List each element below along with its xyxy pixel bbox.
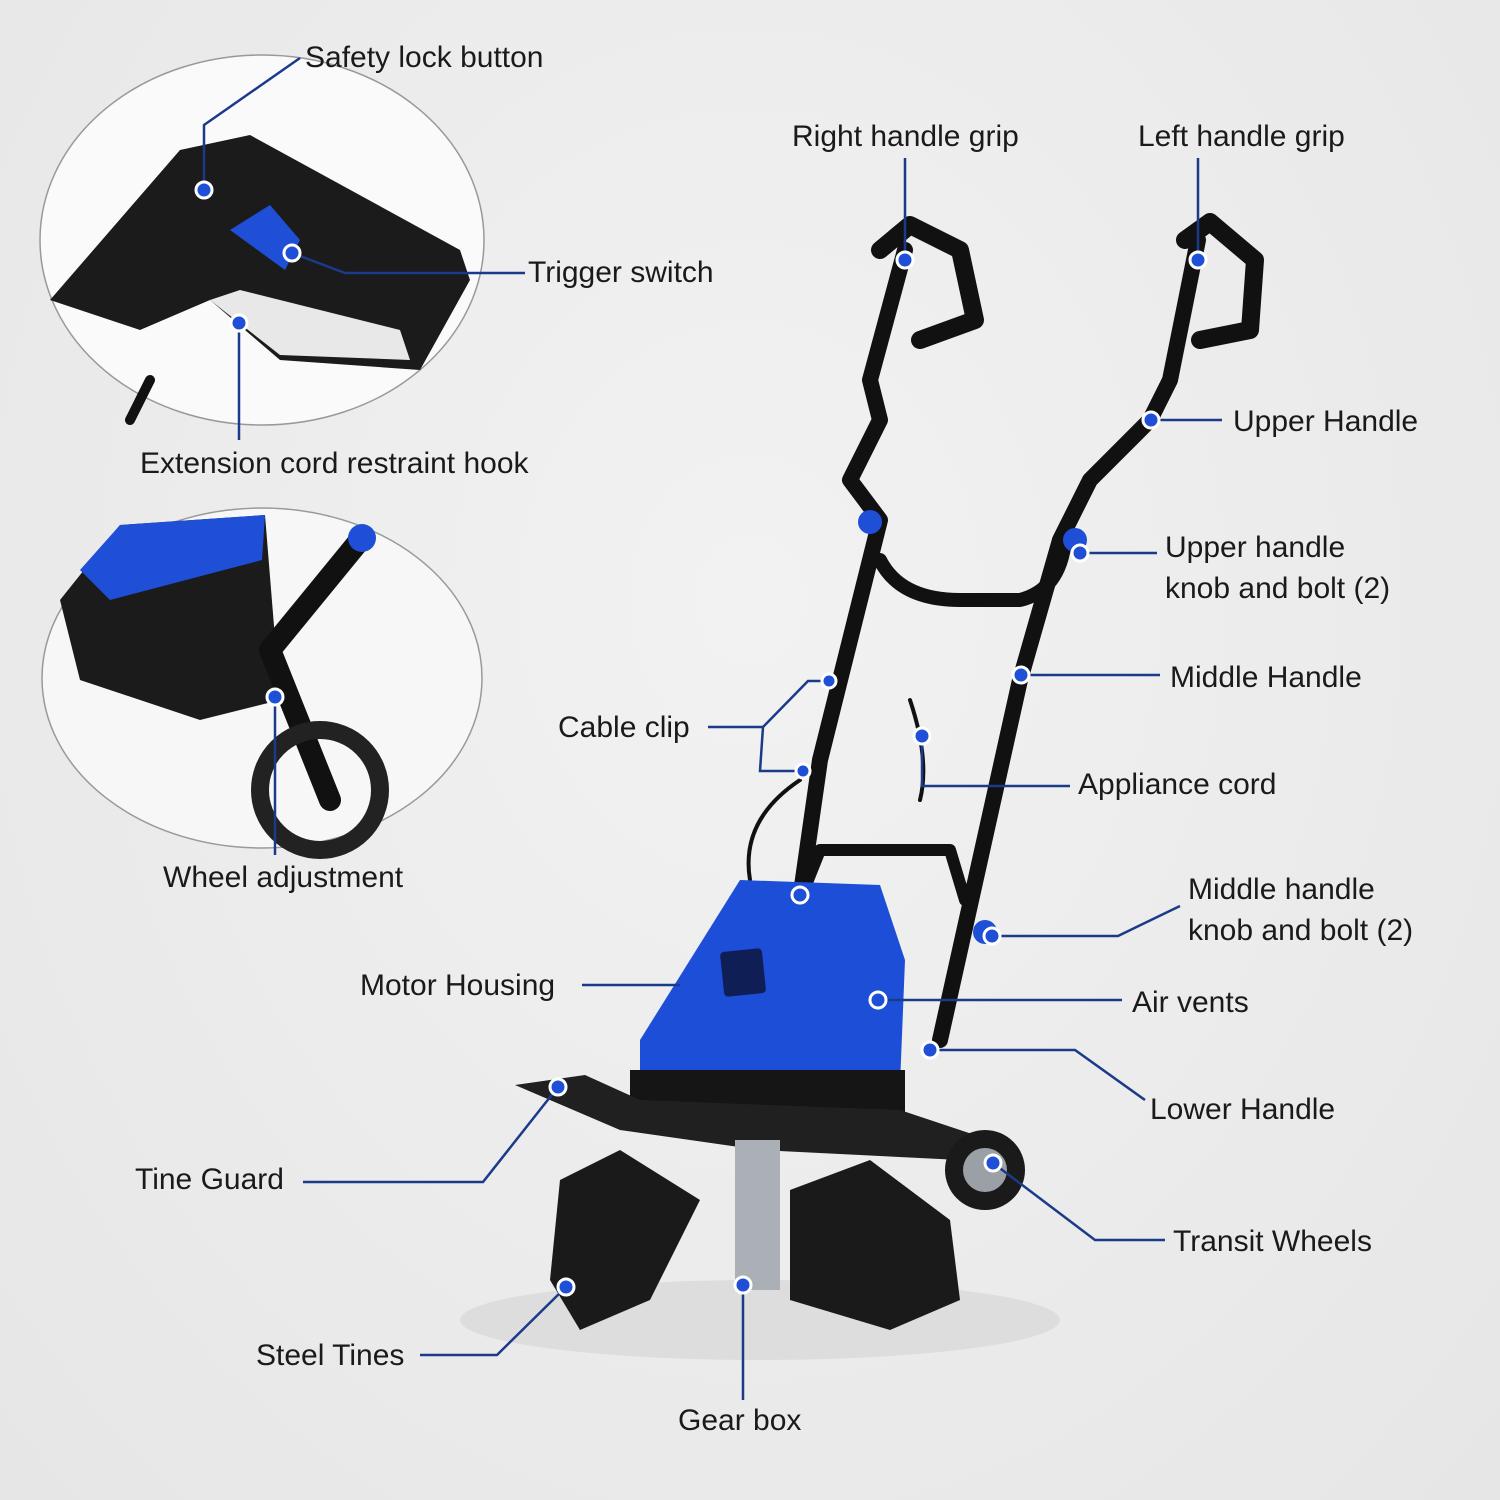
wheel-adjustment-inset (41, 507, 483, 859)
label-transit-wheels: Transit Wheels (1173, 1225, 1372, 1258)
label-middle-handle: Middle Handle (1170, 661, 1362, 694)
label-cable-clip: Cable clip (558, 711, 690, 744)
label-air-vents: Air vents (1132, 986, 1249, 1019)
label-upper-knob-line1: Upper handle (1165, 531, 1345, 564)
label-right-handle-grip: Right handle grip (792, 120, 1019, 153)
label-gear-box: Gear box (678, 1404, 801, 1437)
label-upper-handle: Upper Handle (1233, 405, 1418, 438)
label-upper-knob-line2: knob and bolt (2) (1165, 572, 1390, 605)
label-wheel-adjustment: Wheel adjustment (163, 861, 404, 894)
handle-closeup-inset (39, 54, 485, 426)
label-steel-tines: Steel Tines (256, 1339, 404, 1372)
tiller-illustration (460, 213, 1264, 1360)
part-labels: Safety lock button Trigger switch Extens… (135, 41, 1418, 1437)
label-lower-handle: Lower Handle (1150, 1093, 1335, 1126)
label-trigger-switch: Trigger switch (528, 256, 714, 289)
label-middle-knob-line2: knob and bolt (2) (1188, 914, 1413, 947)
label-middle-knob-line1: Middle handle (1188, 873, 1375, 906)
leader-lines (202, 56, 1222, 1400)
callout-dots (194, 180, 1208, 1297)
label-appliance-cord: Appliance cord (1078, 768, 1276, 801)
label-motor-housing: Motor Housing (360, 969, 555, 1002)
label-tine-guard: Tine Guard (135, 1163, 284, 1196)
label-extension-cord-hook: Extension cord restraint hook (140, 447, 530, 480)
label-left-handle-grip: Left handle grip (1138, 120, 1345, 153)
label-safety-lock-button: Safety lock button (305, 41, 543, 74)
